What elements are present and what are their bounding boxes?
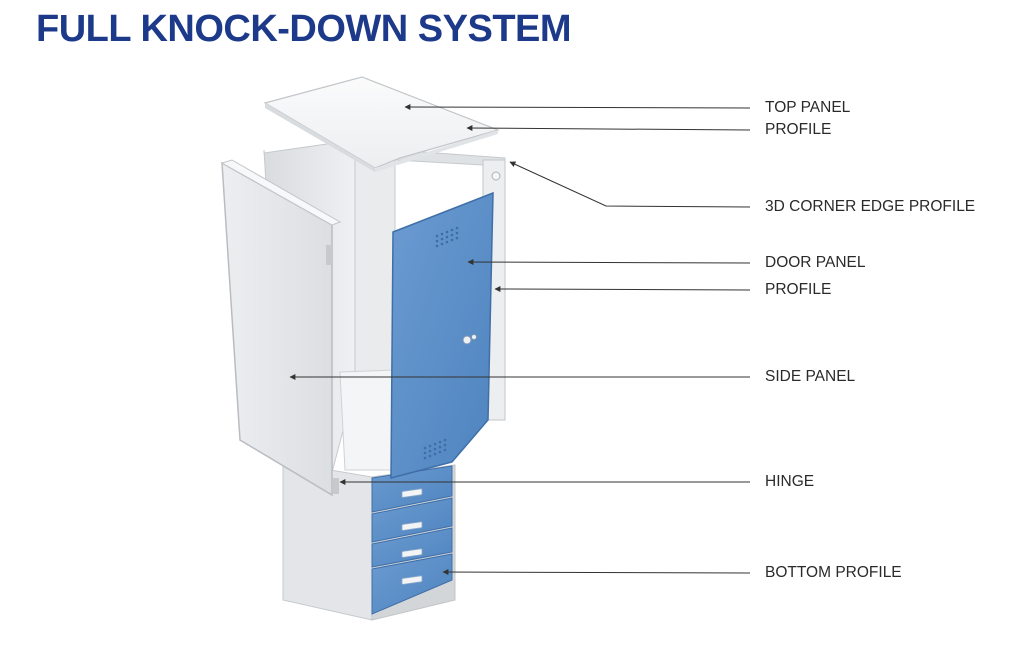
diagram-title: FULL KNOCK-DOWN SYSTEM (36, 8, 572, 50)
leader-top-panel (404, 104, 751, 111)
label-profile-top: PROFILE (765, 121, 832, 138)
label-door-panel: DOOR PANEL (765, 254, 866, 271)
label-top-panel: TOP PANEL (765, 99, 851, 116)
leader-bottom-profile (442, 569, 751, 576)
top-panel-illustration (263, 76, 500, 172)
label-bottom-profile: BOTTOM PROFILE (765, 564, 902, 581)
side-panel-illustration (220, 159, 342, 497)
leader-profile-top (466, 125, 751, 132)
label-corner-edge-profile: 3D CORNER EDGE PROFILE (765, 198, 976, 215)
door-panel-illustration (390, 191, 494, 479)
label-hinge: HINGE (765, 473, 815, 490)
label-profile-door: PROFILE (765, 281, 832, 298)
label-side-panel: SIDE PANEL (765, 368, 856, 385)
leader-profile-door (494, 286, 751, 293)
leader-corner-edge-profile (509, 161, 751, 208)
drawer-fronts (371, 465, 453, 615)
leader-door-panel (467, 259, 751, 266)
leader-lines (289, 104, 751, 576)
